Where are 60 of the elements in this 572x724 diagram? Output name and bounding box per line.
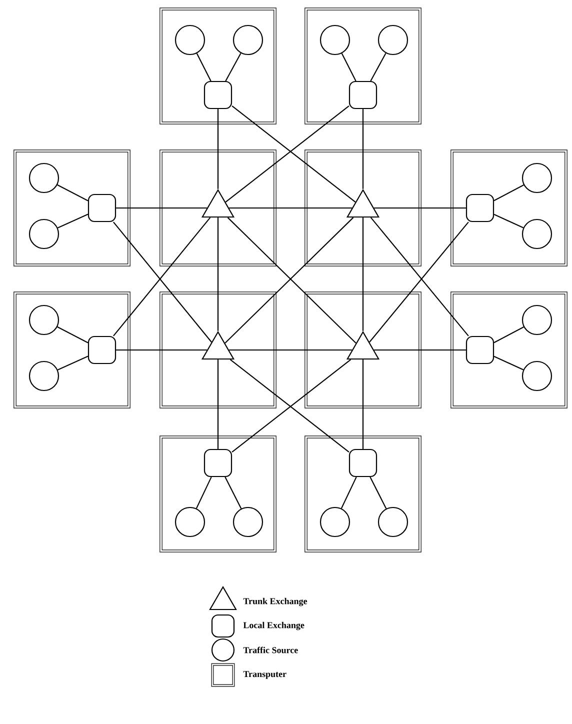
link-line <box>341 53 356 82</box>
link-line <box>494 184 524 202</box>
link-line <box>362 109 364 189</box>
link-line <box>374 207 466 209</box>
transputer-box <box>450 292 568 408</box>
traffic-source-circle <box>320 24 350 56</box>
link-line <box>58 356 88 370</box>
transputer-box <box>304 8 422 124</box>
transputer-box <box>304 292 422 408</box>
traffic-source-circle <box>522 304 552 336</box>
link-line <box>340 476 357 509</box>
link-line <box>57 326 88 344</box>
traffic-source-circle <box>232 506 264 538</box>
link-line <box>57 184 88 202</box>
transputer-box <box>14 150 130 266</box>
link-line <box>116 349 207 351</box>
transputer-box <box>14 292 130 408</box>
legend-text: Traffic Source <box>243 646 298 654</box>
transputer-box <box>160 8 276 124</box>
traffic-source-circle <box>28 162 60 194</box>
traffic-source-circle <box>378 506 408 538</box>
link-line <box>196 476 212 509</box>
link-line <box>217 109 219 189</box>
link-line <box>58 214 88 228</box>
transputer-box <box>160 292 276 408</box>
transputer-box <box>160 150 276 266</box>
link-line <box>374 349 466 351</box>
link-line <box>494 214 524 228</box>
traffic-source-circle <box>232 24 264 56</box>
traffic-source-circle <box>522 360 552 392</box>
link-line <box>362 218 364 331</box>
link-line <box>229 349 352 351</box>
traffic-source-circle <box>522 162 552 194</box>
link-line <box>362 360 364 449</box>
traffic-source-circle <box>320 506 350 538</box>
legend-text: Local Exchange <box>243 622 304 630</box>
link-line <box>217 218 219 331</box>
traffic-source-circle <box>174 506 206 538</box>
traffic-source-circle <box>28 304 60 336</box>
link-line <box>229 207 352 209</box>
link-line <box>370 52 386 82</box>
transputer-box <box>304 436 422 552</box>
link-line <box>196 53 212 82</box>
link-line <box>494 356 524 370</box>
link-line <box>116 207 207 209</box>
link-line <box>370 476 387 509</box>
legend-text: Trunk Exchange <box>243 598 308 606</box>
legend-text: Transputer <box>243 671 286 679</box>
link-line <box>217 360 219 449</box>
link-line <box>494 326 524 344</box>
link-line <box>224 476 242 509</box>
traffic-source-circle <box>28 218 60 250</box>
link-line <box>225 52 242 82</box>
transputer-box <box>450 150 568 266</box>
traffic-source-circle <box>378 24 408 56</box>
traffic-source-circle <box>28 360 60 392</box>
transputer-box <box>160 436 276 552</box>
transputer-box <box>304 150 422 266</box>
traffic-source-circle <box>522 218 552 250</box>
traffic-source-circle <box>174 24 206 56</box>
